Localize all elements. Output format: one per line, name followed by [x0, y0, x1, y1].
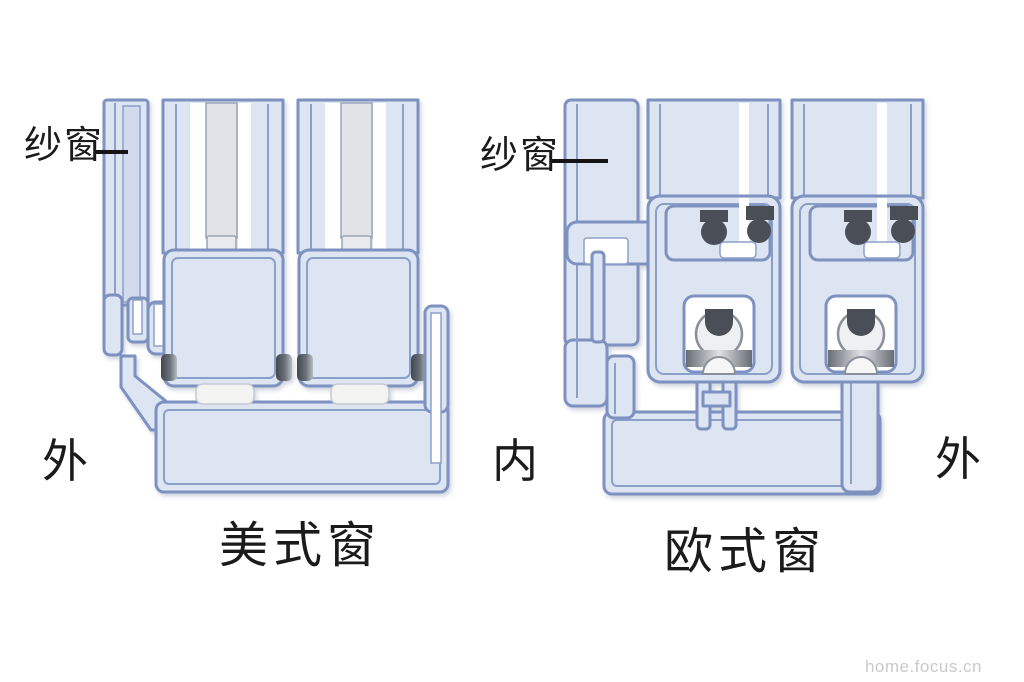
- european-window-diagram: [563, 98, 925, 496]
- roller-wheel: [682, 294, 756, 375]
- gasket-seal: [700, 206, 774, 245]
- outside-label-left: 外: [42, 435, 88, 487]
- sash-profile: [646, 98, 782, 384]
- glass-pane: [340, 102, 373, 239]
- weather-seal: [161, 354, 427, 381]
- screen-window-label-left: 纱窗: [24, 125, 105, 167]
- american-window-title: 美式窗: [218, 519, 381, 573]
- screen-window-label-right: 纱窗: [480, 135, 561, 177]
- european-window-title: 欧式窗: [663, 525, 826, 579]
- sill-profile: [119, 304, 450, 494]
- sash-profile: [790, 98, 925, 384]
- screen-frame-profile: [102, 98, 150, 357]
- sill-profile: [602, 354, 882, 496]
- gasket-seal: [844, 206, 918, 245]
- watermark-text: home.focus.cn: [864, 657, 982, 676]
- roller-wheel: [824, 294, 898, 375]
- inside-label: 内: [492, 435, 538, 487]
- glide-tongue: [330, 383, 390, 405]
- glass-pane: [205, 102, 238, 239]
- glass-pane: [877, 198, 887, 256]
- sash-profile: [161, 98, 285, 388]
- outside-label-right: 外: [935, 433, 981, 485]
- glide-tongue: [195, 383, 255, 405]
- american-window-diagram: [102, 98, 450, 494]
- glass-pane: [739, 198, 749, 256]
- sash-profile: [296, 98, 420, 388]
